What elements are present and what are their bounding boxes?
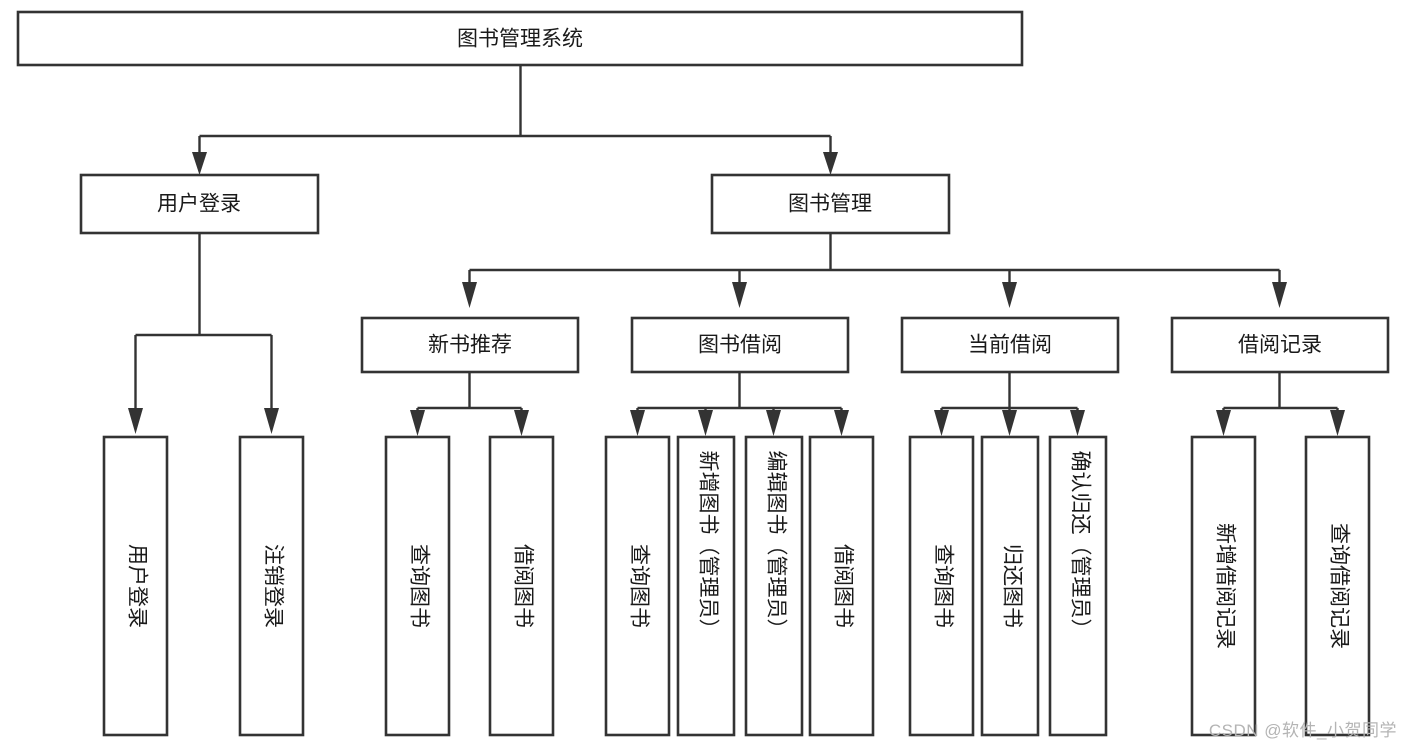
node-leaf-query-record[interactable]: 查询借阅记录 xyxy=(1304,435,1371,737)
arrow-to-leaf-confirm-return xyxy=(1070,410,1085,436)
node-leaf-query-book-1[interactable]: 查询图书 xyxy=(384,435,451,737)
node-leaf-add-book-label: 新增图书（管理员） xyxy=(696,451,719,640)
node-leaf-borrow-book-1[interactable]: 借阅图书 xyxy=(488,435,555,737)
node-leaf-borrow-book-1-box[interactable] xyxy=(488,435,555,737)
arrow-to-leaf-query-book-3 xyxy=(934,410,949,436)
arrow-to-current-borrow xyxy=(1002,282,1017,308)
node-leaf-confirm-return-box[interactable] xyxy=(1048,435,1108,737)
node-leaf-logout-box[interactable] xyxy=(238,435,305,737)
node-borrow-record-label: 借阅记录 xyxy=(1238,334,1322,357)
node-leaf-return-book-label: 归还图书 xyxy=(1000,544,1023,628)
node-current-borrow-box[interactable] xyxy=(900,316,1120,374)
node-leaf-return-book[interactable]: 归还图书 xyxy=(980,435,1040,737)
node-leaf-add-book[interactable]: 新增图书（管理员） xyxy=(676,435,736,737)
node-borrow-record[interactable]: 借阅记录 xyxy=(1170,316,1390,374)
node-new-book-recommend-box[interactable] xyxy=(360,316,580,374)
arrow-to-leaf-borrow-book-2 xyxy=(834,410,849,436)
node-leaf-user-login-label: 用户登录 xyxy=(125,544,148,628)
node-new-book-recommend[interactable]: 新书推荐 xyxy=(360,316,580,374)
node-new-book-recommend-label: 新书推荐 xyxy=(428,334,512,357)
node-leaf-add-record-label: 新增借阅记录 xyxy=(1213,523,1236,649)
node-leaf-add-record-box[interactable] xyxy=(1190,435,1257,737)
node-current-borrow-label: 当前借阅 xyxy=(968,334,1052,357)
node-leaf-confirm-return[interactable]: 确认归还（管理员） xyxy=(1048,435,1108,737)
arrow-to-leaf-logout xyxy=(264,408,279,434)
node-book-management-label: 图书管理 xyxy=(788,193,872,216)
node-leaf-query-book-3[interactable]: 查询图书 xyxy=(908,435,975,737)
arrow-to-leaf-query-book-1 xyxy=(410,410,425,436)
arrow-to-borrow-record xyxy=(1272,282,1287,308)
node-root[interactable]: 图书管理系统 xyxy=(16,10,1024,67)
node-user-login-box[interactable] xyxy=(79,173,320,235)
node-user-login-label: 用户登录 xyxy=(157,193,241,216)
arrow-to-leaf-add-record xyxy=(1216,410,1231,436)
node-book-borrow-box[interactable] xyxy=(630,316,850,374)
node-leaf-borrow-book-1-label: 借阅图书 xyxy=(511,544,534,628)
node-leaf-query-book-2-box[interactable] xyxy=(604,435,671,737)
node-leaf-logout[interactable]: 注销登录 xyxy=(238,435,305,737)
arrow-to-leaf-query-record xyxy=(1330,410,1345,436)
arrow-to-book-borrow xyxy=(732,282,747,308)
arrow-to-leaf-add-book xyxy=(698,410,713,436)
arrow-to-leaf-borrow-book-1 xyxy=(514,410,529,436)
node-book-borrow-label: 图书借阅 xyxy=(698,334,782,357)
node-leaf-query-book-3-label: 查询图书 xyxy=(931,544,954,628)
node-root-label: 图书管理系统 xyxy=(457,28,583,51)
node-leaf-user-login[interactable]: 用户登录 xyxy=(102,435,169,737)
arrow-to-new-book-recommend xyxy=(462,282,477,308)
node-leaf-query-record-label: 查询借阅记录 xyxy=(1327,523,1350,649)
arrow-to-leaf-return-book xyxy=(1002,410,1017,436)
node-leaf-logout-label: 注销登录 xyxy=(261,544,284,628)
edges-layer xyxy=(128,65,1345,436)
node-leaf-query-book-2-label: 查询图书 xyxy=(627,544,650,628)
node-current-borrow[interactable]: 当前借阅 xyxy=(900,316,1120,374)
node-leaf-user-login-box[interactable] xyxy=(102,435,169,737)
node-leaf-edit-book[interactable]: 编辑图书（管理员） xyxy=(744,435,804,737)
node-leaf-add-book-box[interactable] xyxy=(676,435,736,737)
node-leaf-return-book-box[interactable] xyxy=(980,435,1040,737)
node-leaf-borrow-book-2[interactable]: 借阅图书 xyxy=(808,435,875,737)
node-book-management[interactable]: 图书管理 xyxy=(710,173,951,235)
node-leaf-query-book-3-box[interactable] xyxy=(908,435,975,737)
arrow-to-leaf-query-book-2 xyxy=(630,410,645,436)
arrow-to-book-management xyxy=(823,152,838,175)
arrow-to-leaf-user-login xyxy=(128,408,143,434)
node-leaf-query-book-2[interactable]: 查询图书 xyxy=(604,435,671,737)
node-leaf-edit-book-box[interactable] xyxy=(744,435,804,737)
node-leaf-query-book-1-label: 查询图书 xyxy=(407,544,430,628)
arrow-to-leaf-edit-book xyxy=(766,410,781,436)
node-root-box[interactable] xyxy=(16,10,1024,67)
node-leaf-borrow-book-2-label: 借阅图书 xyxy=(831,544,854,628)
node-leaf-query-record-box[interactable] xyxy=(1304,435,1371,737)
node-leaf-query-book-1-box[interactable] xyxy=(384,435,451,737)
node-leaf-borrow-book-2-box[interactable] xyxy=(808,435,875,737)
node-borrow-record-box[interactable] xyxy=(1170,316,1390,374)
node-book-management-box[interactable] xyxy=(710,173,951,235)
node-leaf-edit-book-label: 编辑图书（管理员） xyxy=(764,451,787,640)
arrow-to-user-login xyxy=(192,152,207,175)
node-leaf-confirm-return-label: 确认归还（管理员） xyxy=(1068,451,1091,640)
node-book-borrow[interactable]: 图书借阅 xyxy=(630,316,850,374)
node-leaf-add-record[interactable]: 新增借阅记录 xyxy=(1190,435,1257,737)
node-user-login[interactable]: 用户登录 xyxy=(79,173,320,235)
